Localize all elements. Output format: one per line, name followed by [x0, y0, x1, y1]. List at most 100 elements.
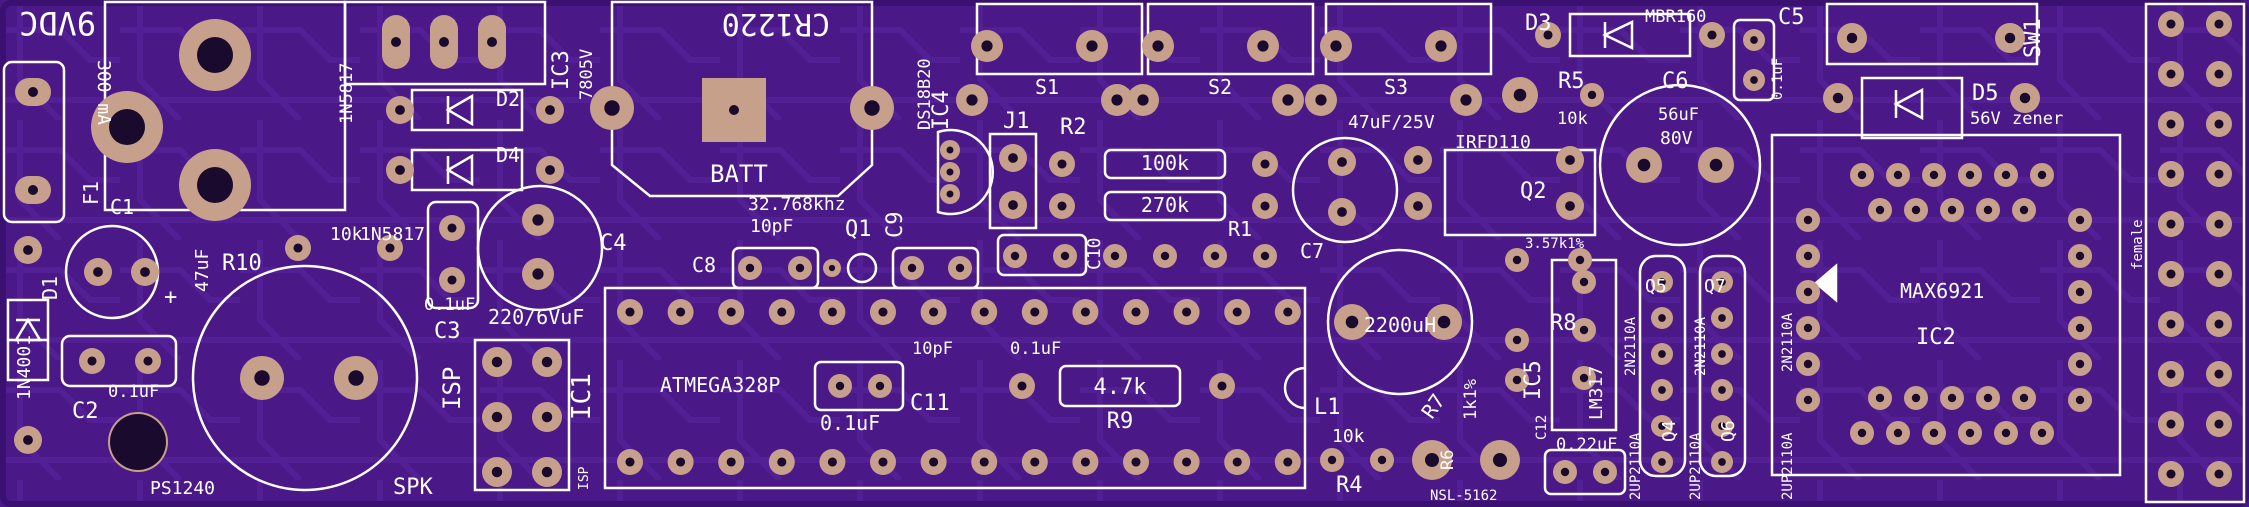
- ic1-pin-22-hole: [929, 307, 939, 317]
- max6921-socket-outline: [1770, 133, 2122, 477]
- ic1-pin-1-hole: [625, 457, 635, 467]
- sw1-pad-3-hole: [1832, 92, 1844, 104]
- q1-pad-1-hole: [828, 264, 836, 272]
- ic2-pin-16-hole: [2075, 251, 2085, 261]
- label-resistor-2: R2: [1060, 115, 1087, 140]
- ic1-pin-15-hole: [1283, 307, 1293, 317]
- cap-c2-outline: [60, 334, 178, 388]
- q5q4-pad-3-hole: [1658, 350, 1666, 358]
- c5-pad-1-hole: [1750, 36, 1758, 44]
- battery-holder-outline: [610, 0, 874, 198]
- crystal-q1-outline: [846, 252, 878, 284]
- label-diode-3-part: MBR160: [1645, 7, 1706, 27]
- q7q6-pad-3-hole: [1718, 350, 1726, 358]
- ic2-pin-7-hole: [1965, 170, 1975, 180]
- diode-d2-symbol: [445, 93, 474, 127]
- ic2-pin-27-hole: [1911, 205, 1921, 215]
- label-ldr-part: NSL-5162: [1430, 488, 1497, 504]
- sw1-pad-4-hole: [2019, 92, 2031, 104]
- s3-pad-3-hole: [1315, 94, 1327, 106]
- c7-pad-1-hole: [1337, 157, 1347, 167]
- resistor-r9-outline: [1058, 364, 1182, 408]
- label-cap-3-value: 0.1uF: [424, 295, 475, 315]
- isp-header-outline: [473, 338, 571, 492]
- label-q6: Q6: [1718, 420, 1739, 442]
- d1-pad-b-hole: [23, 435, 33, 445]
- d3-pad-a-hole: [1543, 30, 1553, 40]
- s3-pad-2-hole: [1435, 40, 1447, 52]
- resistor-r1-outline: [1103, 190, 1227, 222]
- ic2-pin-31-hole: [1983, 205, 1993, 215]
- label-cap-4-value: 220/6VuF: [488, 305, 584, 329]
- cap-c9-outline: [891, 246, 980, 290]
- c8-pad-2-hole: [795, 263, 805, 273]
- label-cap-6-volt: 80V: [1660, 128, 1693, 149]
- ic1-pin-23-hole: [878, 307, 888, 317]
- label-switch-2: S2: [1208, 75, 1232, 99]
- cap-c11-outline: [813, 360, 905, 412]
- speaker-outline: [191, 264, 419, 492]
- label-adj-reg: LM317: [1586, 366, 1607, 420]
- label-regulator: IC3: [549, 50, 574, 90]
- c10-row-pad-6-hole: [1260, 251, 1270, 261]
- label-regulator-part: 7805V: [577, 49, 597, 100]
- header-pin-3-hole: [2166, 69, 2176, 79]
- isp-pin-6-hole: [541, 466, 553, 478]
- label-fuse: F1: [79, 181, 103, 205]
- label-q4: Q4: [1659, 420, 1680, 442]
- header-pin-16-hole: [2214, 369, 2224, 379]
- ic2-pin-13-hole: [1803, 215, 1813, 225]
- r4-pad-1-hole: [1327, 455, 1337, 465]
- c10-row-pad-3-hole: [1110, 251, 1120, 261]
- label-jumper: J1: [1003, 109, 1030, 134]
- r5-pad-1-hole: [1513, 88, 1527, 102]
- d2-pad-a-hole: [395, 105, 405, 115]
- q7q6-pad-4-hole: [1718, 386, 1726, 394]
- label-cap-6: C6: [1662, 69, 1689, 94]
- label-cap-11-bottom: 0.1uF: [820, 411, 880, 435]
- ic2-pin-20-hole: [2075, 323, 2085, 333]
- label-diode-1: D1: [38, 276, 62, 300]
- cap-c10-outline: [996, 233, 1088, 277]
- ic1-pin-5-hole: [827, 457, 837, 467]
- label-mcu-part: ATMEGA328P: [660, 373, 780, 397]
- ic2-pin-24-hole: [2075, 395, 2085, 405]
- female-header-outline: [2144, 2, 2246, 504]
- q2-pad-3-hole: [1565, 155, 1575, 165]
- ic2-pin-33-hole: [2019, 205, 2029, 215]
- zener-d5-outline: [1860, 76, 1964, 140]
- isp-pin-1-hole: [491, 356, 503, 368]
- label-battery: BATT: [710, 160, 768, 188]
- label-cap-6-value: 56uF: [1658, 105, 1699, 125]
- label-schottky-a: 1N5817: [337, 63, 357, 124]
- label-cap-11: C11: [910, 391, 950, 416]
- label-mosfet-part: IRFD110: [1455, 132, 1531, 153]
- ic4-pin-3-hole: [946, 190, 954, 198]
- c11-pad-2-hole: [875, 381, 885, 391]
- label-cap-3: C3: [434, 319, 461, 344]
- ic1-pin-25-hole: [777, 307, 787, 317]
- ic1-pin-9-hole: [1030, 457, 1040, 467]
- ic1-pin-12-hole: [1182, 457, 1192, 467]
- label-ic-5: IC5: [1521, 360, 1546, 400]
- label-resistor-4: R4: [1336, 473, 1363, 498]
- label-inductor: L1: [1314, 395, 1341, 420]
- label-cap-1-value: 47uF: [192, 249, 213, 292]
- ic2-pin-10-hole: [2001, 428, 2011, 438]
- cap-c7-outline: [1291, 136, 1399, 244]
- label-diode-3: D3: [1525, 11, 1552, 36]
- label-cap-8-value: 10pF: [750, 216, 793, 237]
- label-cap-9-value: 10pF: [912, 339, 953, 359]
- ic1-pin-10-hole: [1080, 457, 1090, 467]
- ic1-pin-16-hole: [1232, 307, 1242, 317]
- header-pin-9-hole: [2166, 219, 2176, 229]
- label-crystal-freq: 32.768khz: [748, 194, 846, 215]
- d2-pad-b-hole: [545, 105, 555, 115]
- label-zener: D5: [1972, 81, 1999, 106]
- label-diode-1-part: 1N4001: [14, 335, 35, 400]
- q7q6-pad-1-hole: [1718, 278, 1726, 286]
- header-pin-6-hole: [2214, 119, 2224, 129]
- label-buzzer-part: PS1240: [150, 478, 215, 499]
- label-cap-5-value: 0.1uF: [1770, 58, 1786, 100]
- q7q6-pad-2-hole: [1718, 314, 1726, 322]
